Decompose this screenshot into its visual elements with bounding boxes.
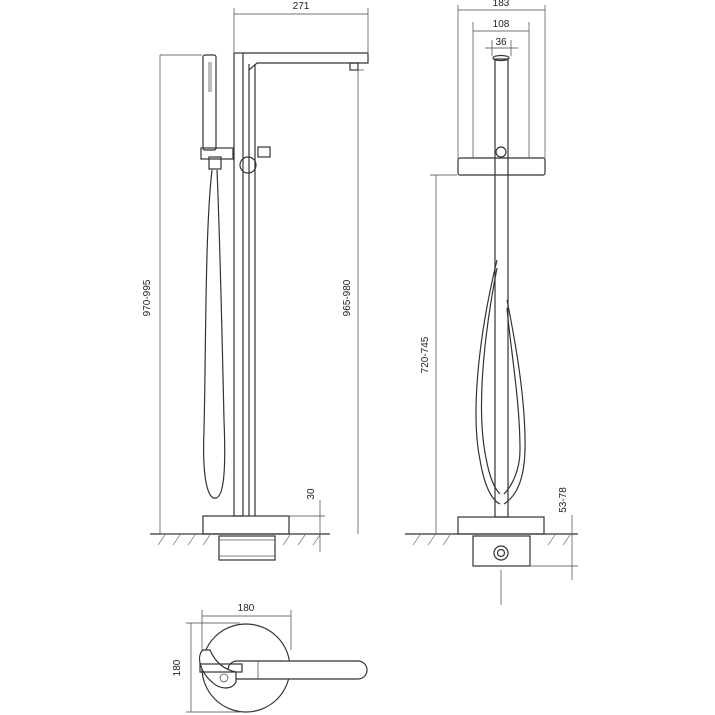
- dim-180-height: 180: [172, 659, 183, 676]
- dim-720-745: 720-745: [420, 336, 431, 373]
- shower-hose: [203, 169, 226, 499]
- faucet-column: [233, 52, 244, 517]
- dim-53-78: 53-78: [558, 487, 569, 513]
- shower-holder: [200, 147, 234, 160]
- dim-108: 108: [493, 19, 510, 30]
- dim-180-width: 180: [238, 603, 255, 614]
- side-base: [457, 516, 545, 535]
- plan-spout: [227, 660, 368, 680]
- front-floor-box: [218, 535, 276, 561]
- side-floor-box: [472, 535, 531, 567]
- dim-183: 183: [493, 0, 510, 9]
- plan-view: 180 180: [172, 603, 368, 713]
- hand-shower-head: [202, 54, 217, 151]
- dim-271: 271: [293, 1, 310, 12]
- dim-30: 30: [306, 488, 317, 500]
- spout: [243, 52, 369, 71]
- front-base: [202, 515, 290, 535]
- side-hose-loop: [475, 259, 526, 505]
- mixer-knob: [239, 156, 257, 174]
- side-handle-bar: [457, 157, 546, 176]
- dim-36: 36: [495, 37, 507, 48]
- dim-965-980: 965-980: [342, 279, 353, 316]
- front-view: 271 970-995 965-980 30: [142, 1, 369, 561]
- dim-970-995: 970-995: [142, 279, 153, 316]
- side-view: 183 108 36: [405, 0, 578, 605]
- side-column: [494, 58, 509, 518]
